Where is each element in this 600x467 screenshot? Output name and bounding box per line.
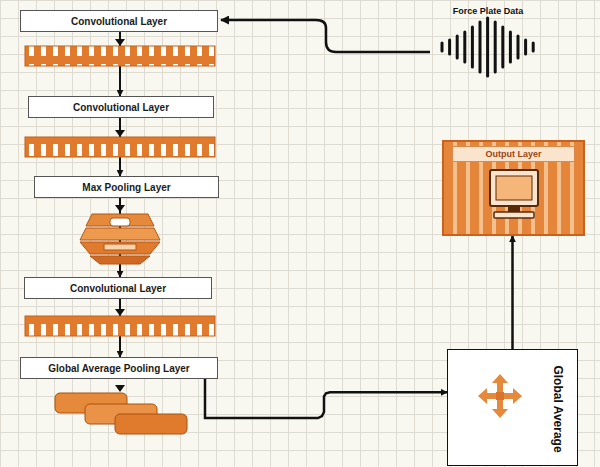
pooling-icon bbox=[80, 214, 160, 264]
node-label: Output Layer bbox=[452, 146, 575, 162]
flow-connector bbox=[511, 236, 514, 349]
node-label: Convolutional Layer bbox=[70, 283, 166, 294]
node-label: Global Average Pooling Layer bbox=[48, 363, 190, 374]
output-box: Output Layer bbox=[442, 140, 585, 236]
layer-box: Global Average Pooling Layer bbox=[20, 357, 218, 379]
flow-connector bbox=[205, 379, 447, 418]
node-label: Convolutional Layer bbox=[73, 102, 169, 113]
pooling-box: Global Average bbox=[447, 349, 578, 466]
pooled-feature-maps bbox=[55, 393, 187, 434]
feature-map-strip bbox=[25, 316, 215, 336]
node-label: Convolutional Layer bbox=[71, 16, 167, 27]
force-signal-waveform bbox=[442, 18, 533, 76]
layer-box: Convolutional Layer bbox=[28, 96, 214, 118]
node-label: Max Pooling Layer bbox=[82, 182, 170, 193]
layer-box: Convolutional Layer bbox=[20, 10, 218, 32]
layer-box: Max Pooling Layer bbox=[34, 176, 219, 198]
feature-map-strip bbox=[25, 46, 215, 66]
node-label: Global Average bbox=[551, 365, 565, 452]
input-arrow bbox=[221, 20, 430, 52]
layer-box: Convolutional Layer bbox=[24, 277, 212, 299]
input-label: Force Plate Data bbox=[453, 6, 524, 16]
feature-map-strip bbox=[25, 137, 215, 157]
